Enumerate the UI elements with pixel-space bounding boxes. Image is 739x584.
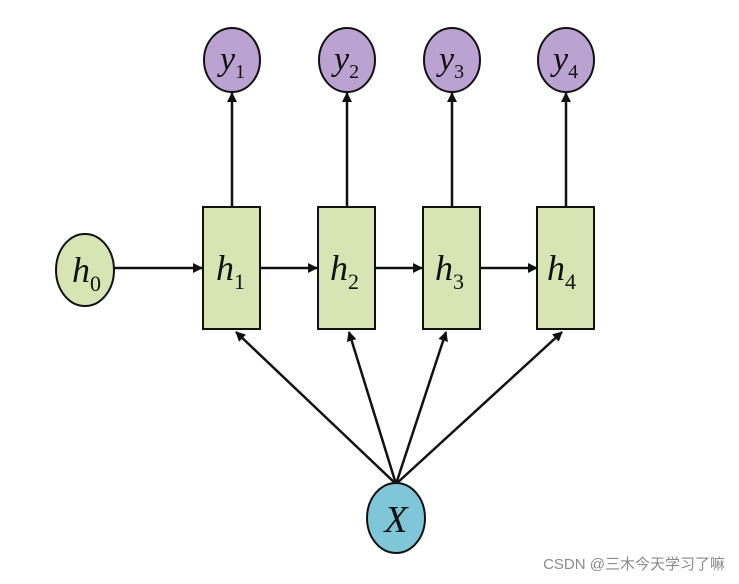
node-h1: h1 bbox=[202, 206, 261, 330]
node-x-shape bbox=[366, 482, 426, 554]
edge-x-h2 bbox=[346, 331, 398, 485]
node-y3-shape bbox=[423, 27, 481, 93]
node-y1-shape bbox=[203, 27, 261, 93]
node-y4-label: y4 bbox=[550, 41, 578, 83]
edge-x-h1 bbox=[235, 331, 397, 485]
node-y3: y3 bbox=[423, 27, 481, 93]
node-h0: h0 bbox=[55, 233, 115, 307]
node-h1-label: h1 bbox=[216, 248, 245, 294]
output-edges bbox=[227, 92, 571, 207]
node-h2-label: h2 bbox=[330, 248, 359, 294]
node-y2: y2 bbox=[318, 27, 376, 93]
node-y4-shape bbox=[537, 27, 595, 93]
node-h2-shape bbox=[317, 206, 376, 330]
node-y1-label: y1 bbox=[217, 41, 245, 83]
node-h3: h3 bbox=[422, 206, 481, 330]
node-y4: y4 bbox=[537, 27, 595, 93]
node-h4: h4 bbox=[536, 206, 595, 330]
input-edges bbox=[235, 331, 563, 485]
node-y2-shape bbox=[318, 27, 376, 93]
node-h0-shape bbox=[55, 233, 115, 307]
edge-x-h3 bbox=[394, 331, 448, 485]
node-y1: y1 bbox=[203, 27, 261, 93]
node-h4-shape bbox=[536, 206, 595, 330]
node-y3-label: y3 bbox=[436, 41, 464, 83]
node-x: X bbox=[366, 482, 426, 554]
node-h2: h2 bbox=[317, 206, 376, 330]
watermark: CSDN @三木今天学习了嘛 bbox=[543, 556, 725, 573]
node-h4-label: h4 bbox=[547, 248, 576, 294]
node-x-label: X bbox=[382, 499, 409, 541]
node-y2-label: y2 bbox=[331, 41, 359, 83]
node-h3-shape bbox=[422, 206, 481, 330]
node-h3-label: h3 bbox=[435, 248, 464, 294]
edge-x-h4 bbox=[395, 331, 563, 485]
node-h0-label: h0 bbox=[72, 250, 101, 296]
node-h1-shape bbox=[202, 206, 261, 330]
